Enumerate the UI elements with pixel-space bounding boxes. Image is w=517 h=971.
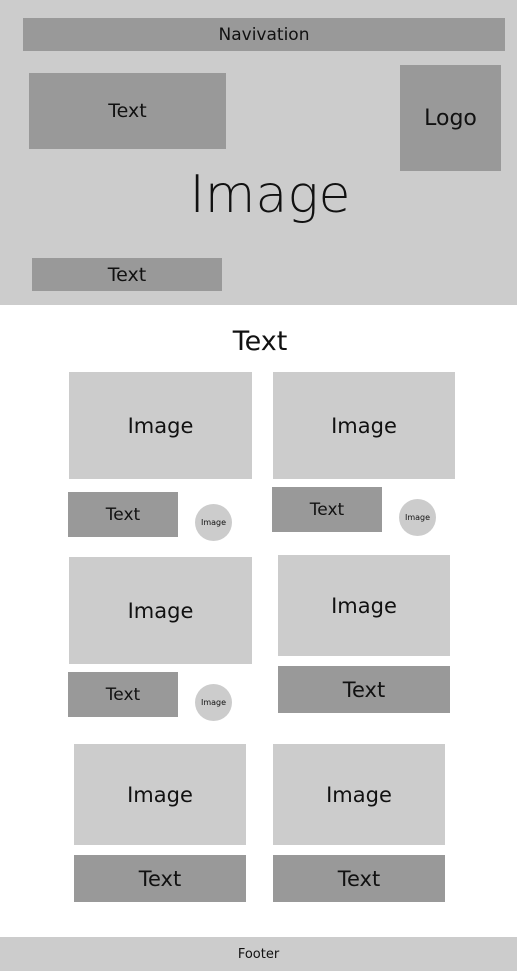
section-title: Text — [232, 325, 288, 357]
card-text: Text — [278, 666, 450, 713]
card-thumbnail[interactable]: Image — [399, 499, 436, 536]
hero-caption: Text — [32, 258, 222, 291]
card-thumbnail[interactable]: Image — [195, 504, 232, 541]
logo[interactable]: Logo — [400, 65, 501, 171]
card-text: Text — [272, 487, 382, 532]
card-thumbnail[interactable]: Image — [195, 684, 232, 721]
card-image[interactable]: Image — [273, 744, 445, 845]
card-text: Text — [68, 672, 178, 717]
card-image[interactable]: Image — [74, 744, 246, 845]
card-image[interactable]: Image — [69, 557, 252, 664]
card-text: Text — [68, 492, 178, 537]
card-text: Text — [273, 855, 445, 902]
card-image[interactable]: Image — [273, 372, 455, 479]
hero-text-block: Text — [29, 73, 226, 149]
hero-image-label: Image — [189, 165, 351, 225]
card-image[interactable]: Image — [69, 372, 252, 479]
hero-section: Navivation Text Logo Image Text — [0, 0, 517, 305]
navigation-bar[interactable]: Navivation — [23, 18, 505, 51]
footer: Footer — [0, 937, 517, 971]
card-image[interactable]: Image — [278, 555, 450, 656]
card-text: Text — [74, 855, 246, 902]
